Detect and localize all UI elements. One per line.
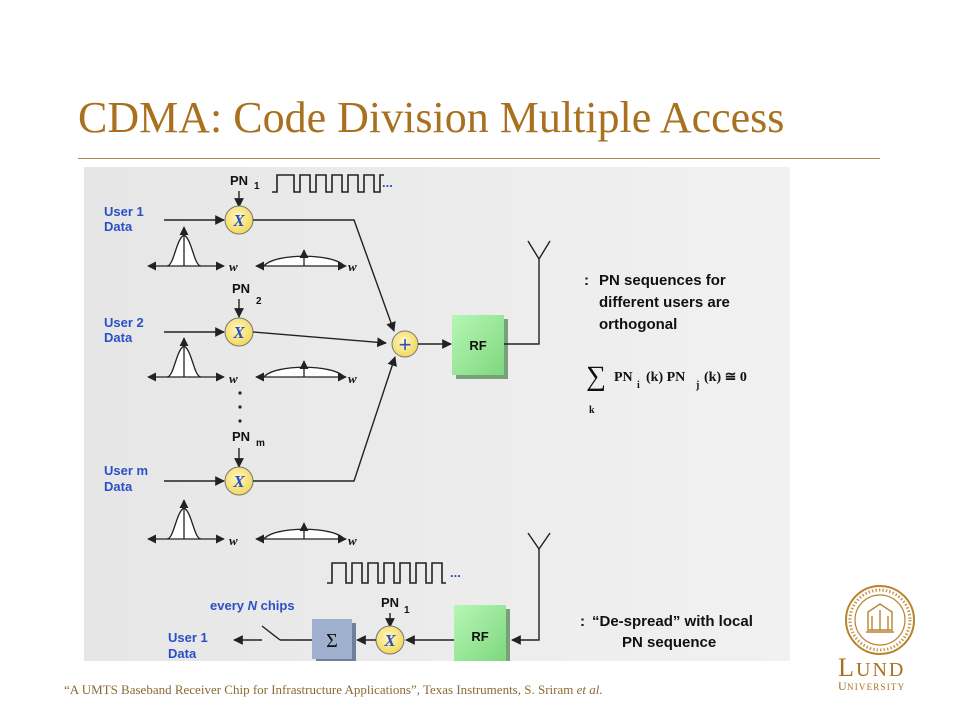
rx-user1-label-line2: Data [168, 646, 197, 661]
user2-to-sum-line [252, 331, 387, 348]
dump-switch [261, 625, 281, 641]
rx-pn1-label: PN [381, 595, 399, 610]
cdma-diagram: PN 1 ... User 1 Data X w w PN 2 User 2 D… [84, 167, 790, 661]
note1-line2: different users are [599, 294, 730, 311]
seal-inner-ring [854, 594, 906, 646]
sum-symbol: + [399, 332, 412, 357]
eq-end: (k) ≅ 0 [704, 370, 747, 385]
pn2-label: PN [232, 281, 250, 296]
note2-line1: “De-spread” with local [592, 613, 753, 630]
pn1-label: PN [230, 173, 248, 188]
mult-symbol-m: X [232, 472, 245, 491]
userm-label-line2: Data [104, 479, 133, 494]
tx-rf-label: RF [469, 338, 486, 353]
note1-line1: PN sequences for [599, 272, 726, 289]
pn2-subscript: 2 [256, 296, 262, 307]
title-divider [78, 158, 880, 159]
user1-to-sum-line [253, 219, 396, 332]
continuation-dot [238, 405, 242, 409]
lund-university-logo: L UND U NIVERSITY [838, 585, 915, 693]
eq-sub-j: j [695, 380, 699, 391]
eq-sum-symbol: ∑ [586, 361, 606, 392]
w-label-2a: w [229, 371, 238, 386]
rx-rf-block [454, 605, 506, 661]
every-prefix: every [210, 598, 248, 613]
logo-lund-big: L [838, 653, 854, 682]
every-n-chips-label: every N chips [210, 598, 295, 613]
w-label-mb: w [348, 533, 357, 548]
w-label-2b: w [348, 371, 357, 386]
continuation-dot [238, 391, 242, 395]
user1-label-line1: User 1 [104, 204, 144, 219]
seal-outer-ring [845, 585, 915, 655]
w-label-ma: w [229, 533, 238, 548]
rx-rf-label: RF [471, 629, 488, 644]
seal-text-ring [848, 588, 912, 652]
note2-line2: PN sequence [622, 634, 716, 651]
rx-antenna-feed [511, 549, 540, 645]
sigma-symbol: Σ [326, 630, 338, 652]
user2-label-line1: User 2 [104, 315, 144, 330]
eq-sub-i: i [637, 380, 640, 391]
pn1-ellipsis: ... [382, 175, 393, 190]
eq-sum-index: k [589, 405, 595, 416]
eq-pn-i: PN [614, 370, 633, 385]
every-suffix: chips [257, 598, 295, 613]
pnm-label: PN [232, 429, 250, 444]
every-n: N [248, 598, 258, 613]
tx-antenna-icon [527, 240, 551, 261]
note1-line3: orthogonal [599, 316, 677, 333]
mult-symbol-2: X [232, 323, 245, 342]
seal-emblem [866, 603, 894, 633]
pn1-subscript: 1 [254, 181, 260, 192]
mult-symbol-1: X [232, 211, 245, 230]
user1-label-line2: Data [104, 219, 133, 234]
slide-title: CDMA: Code Division Multiple Access [78, 93, 785, 142]
eq-middle: (k) PN [646, 370, 685, 385]
tx-rf-block [452, 315, 504, 375]
citation: “A UMTS Baseband Receiver Chip for Infra… [64, 682, 603, 698]
tx-antenna-feed [504, 259, 540, 345]
rx-user1-label-line1: User 1 [168, 630, 208, 645]
rx-pn1-subscript: 1 [404, 605, 410, 616]
rx-antenna-icon [527, 532, 551, 551]
note1-colon: : [584, 272, 589, 289]
logo-lund-rest: UND [856, 659, 905, 681]
sigma-block [312, 619, 352, 659]
w-label-1a: w [229, 259, 238, 274]
continuation-dot [238, 419, 242, 423]
note2-colon: : [580, 613, 585, 630]
logo-univ-rest: NIVERSITY [847, 682, 905, 692]
rx-mult-symbol: X [383, 631, 396, 650]
pnm-subscript: m [256, 438, 265, 449]
citation-main: “A UMTS Baseband Receiver Chip for Infra… [64, 682, 577, 697]
diagram-background [84, 167, 790, 661]
logo-univ-big: U [838, 679, 847, 693]
w-label-1b: w [348, 259, 357, 274]
user2-label-line2: Data [104, 330, 133, 345]
rx-pn-waveform [327, 562, 446, 584]
citation-et-al: et al. [576, 682, 603, 697]
pn1-waveform [272, 174, 384, 193]
userm-label-line1: User m [104, 463, 148, 478]
userm-to-sum-line [253, 356, 397, 482]
rx-pn-ellipsis: ... [450, 565, 461, 580]
